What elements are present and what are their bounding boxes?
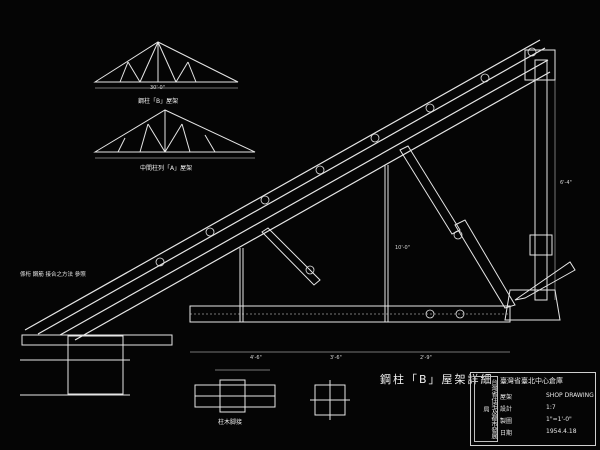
caption-upper-truss: 鋼柱「B」屋架	[138, 98, 179, 105]
caption-middle-truss: 中間柱列「A」屋架	[140, 165, 193, 172]
title-block-logo: 台灣省住宅及都市發展局	[474, 376, 498, 442]
side-note: 係桁 鋼筋 接合之方法 參照	[20, 272, 86, 278]
title-block-row2-label: 設計	[500, 406, 513, 413]
diagonal-webs	[261, 145, 576, 309]
dim-rise: 6'-4"	[560, 180, 572, 186]
title-block-row3-label: 製圖	[500, 418, 513, 425]
title-block-row1-label: 屋架	[500, 394, 513, 401]
eave-wall	[20, 334, 173, 396]
truss-elevation-middle	[93, 109, 256, 159]
title-block-row4-label: 日期	[500, 430, 513, 437]
heel-gusset	[504, 289, 561, 321]
dim-a: 4'-6"	[250, 355, 262, 361]
bolt-holes	[155, 47, 537, 319]
king-post	[524, 49, 556, 301]
dim-b: 3'-6"	[330, 355, 342, 361]
anchor-detail	[194, 369, 276, 413]
title-block-row3-value: 1"=1'-0"	[546, 416, 572, 423]
truss-elevation-upper	[93, 41, 239, 89]
section-detail	[310, 380, 350, 420]
dim-c: 2'-9"	[420, 355, 432, 361]
main-bottom-chord	[189, 305, 511, 323]
title-block-row4-value: 1954.4.18	[546, 428, 577, 435]
title-block-row1-value: SHOP DRAWING	[546, 392, 594, 399]
drawing-title: 鋼柱「B」屋架詳細	[380, 373, 494, 386]
caption-anchor: 柱木脚接	[218, 419, 243, 426]
title-block-row2-value: 1:7	[546, 404, 556, 411]
dim-d: 10'-0"	[395, 245, 411, 251]
title-block	[470, 372, 596, 446]
main-top-chord	[24, 39, 551, 341]
title-block-project: 臺灣省臺北中心倉庫	[500, 377, 563, 385]
dim-span: 30'-0"	[150, 85, 166, 91]
